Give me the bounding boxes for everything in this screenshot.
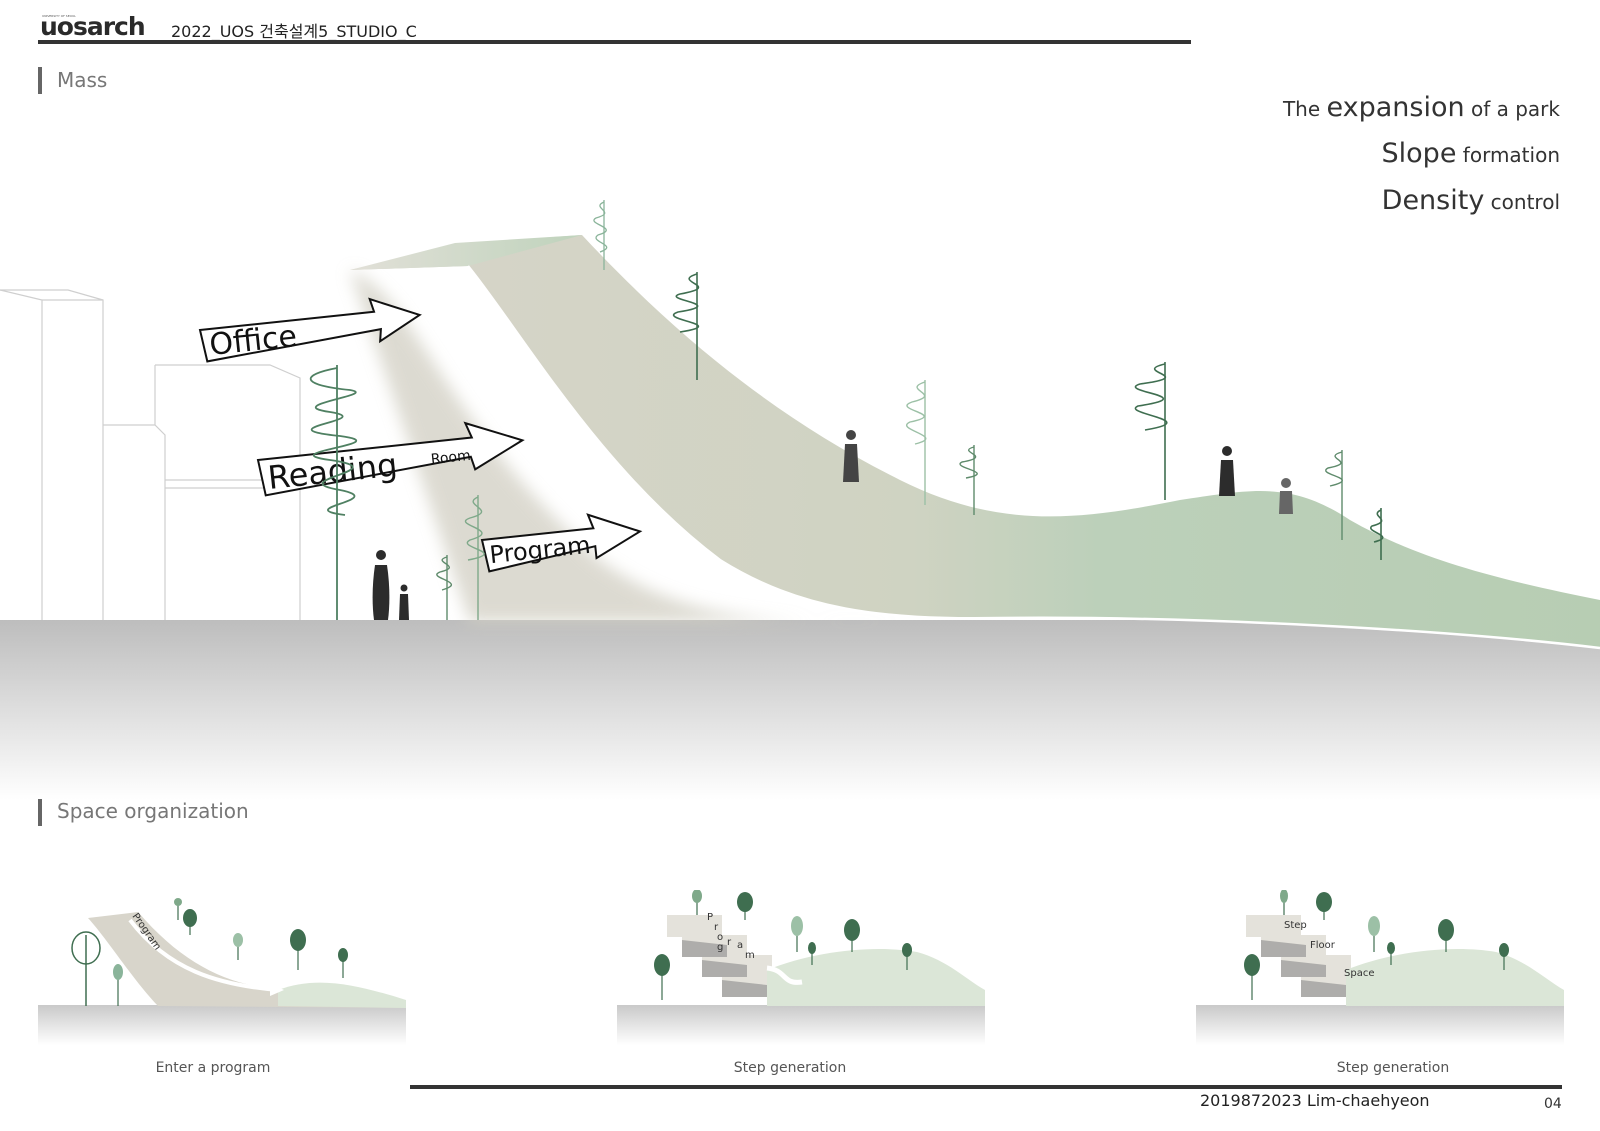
header-title: 2022_UOS 건축설계5_STUDIO_C [171, 22, 417, 41]
letter: a [737, 940, 743, 951]
letter: g [717, 942, 723, 953]
caption-enter-program: Enter a program [155, 1060, 271, 1076]
concept-keyword: Density [1381, 185, 1485, 216]
concept-keyword: Slope [1381, 138, 1457, 169]
person-icon [1279, 478, 1293, 514]
tree-icon [959, 445, 978, 515]
tree-icon [1244, 890, 1509, 1000]
mass-illustration: Office Reading Room Program [0, 200, 1600, 800]
diagram-enter-program: Program [38, 898, 406, 1045]
slope-top-face [350, 235, 582, 270]
section-marker [38, 799, 42, 826]
letter: m [745, 950, 755, 961]
diagram-step-generation-2: Step Floor Space [1196, 890, 1564, 1045]
label-floor: Floor [1310, 940, 1336, 951]
author-id: 2019872023 Lim-chaehyeon [1200, 1091, 1430, 1110]
ground-plane [0, 620, 1600, 800]
program-letters: P r o g r a m [707, 912, 755, 961]
tree-icon [906, 380, 927, 505]
letter: P [707, 912, 713, 923]
letter: r [727, 937, 732, 948]
slope-edge [467, 265, 1600, 650]
tree-icon [464, 495, 485, 620]
tree-icon [1369, 508, 1384, 560]
section-title-mass: Mass [57, 68, 108, 92]
concept-keyword: expansion [1326, 92, 1465, 123]
logo-subtext: UNIVERSITY OF SEOUL [42, 14, 76, 18]
tree-icon [71, 898, 348, 1006]
concept-pre: The [1282, 97, 1327, 121]
person-icon [1219, 446, 1235, 496]
person-icon [372, 550, 409, 620]
tree-icon [1134, 362, 1168, 500]
concept-density: Density control [1382, 185, 1560, 216]
diagram-step-generation-1: P r o g r a m [617, 890, 985, 1045]
tree-icon [654, 890, 912, 1000]
label-space: Space [1344, 968, 1374, 979]
caption-step-generation: Step generation [733, 1060, 847, 1076]
header-rule [38, 40, 1191, 44]
slope-mass [350, 235, 1600, 648]
concept-slope: Slope formation [1382, 138, 1560, 169]
tree-icon [1325, 450, 1343, 540]
uosarch-logo: uosarch [40, 12, 146, 41]
concept-expansion: The expansion of a park [1283, 92, 1560, 123]
tree-icon [593, 200, 608, 270]
letter: o [717, 932, 723, 943]
concept-post: of a park [1464, 97, 1560, 121]
tree-icon [309, 365, 358, 620]
label-office: Office [208, 319, 299, 363]
section-title-space: Space organization [57, 799, 249, 823]
caption-step-generation: Step generation [1336, 1060, 1450, 1076]
section-marker [38, 67, 42, 94]
tree-icon [672, 272, 700, 380]
mass-shadow [350, 270, 900, 623]
concept-post: control [1484, 190, 1560, 214]
person-icon [843, 430, 859, 482]
label-room: Room [430, 448, 471, 468]
footer-rule [410, 1085, 1562, 1089]
page-number: 04 [1544, 1096, 1562, 1112]
letter: r [714, 922, 719, 933]
concept-post: formation [1456, 143, 1560, 167]
tree-icon [436, 555, 452, 620]
label-step: Step [1284, 920, 1307, 931]
